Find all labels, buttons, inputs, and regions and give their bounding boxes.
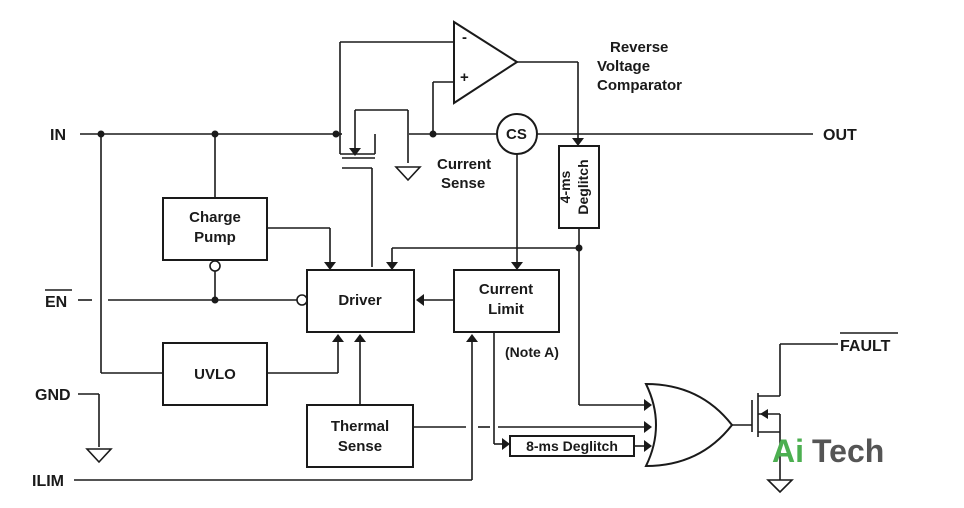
current-limit-label-line2: Limit bbox=[488, 301, 524, 318]
pin-out-label: OUT bbox=[823, 127, 857, 144]
deglitch-8ms-label: 8-ms Deglitch bbox=[526, 438, 618, 454]
deglitch-4ms-line1: 4-ms bbox=[557, 170, 573, 203]
watermark-ai: Ai bbox=[772, 433, 804, 469]
in-rail bbox=[80, 130, 813, 138]
current-sense-label-line2: Sense bbox=[441, 175, 485, 192]
deglitch-4ms-line2: Deglitch bbox=[575, 159, 591, 214]
opamp-minus-label: - bbox=[462, 29, 467, 46]
opamp-plus-label: + bbox=[460, 69, 469, 86]
pin-ilim-label: ILIM bbox=[32, 473, 64, 490]
en-line bbox=[78, 294, 308, 306]
charge-pump-block: Charge Pump bbox=[162, 197, 336, 300]
or-gate bbox=[644, 382, 752, 468]
note-a-label: (Note A) bbox=[505, 344, 559, 360]
driver-block: Driver bbox=[306, 269, 415, 333]
pin-fault-label: FAULT bbox=[840, 338, 891, 355]
reverse-voltage-comparator: - + bbox=[339, 20, 584, 146]
current-sense-element: CS bbox=[496, 113, 538, 270]
comparator-label-line3: Comparator bbox=[597, 77, 682, 94]
thermal-sense-label-line2: Sense bbox=[338, 438, 382, 455]
gnd-line bbox=[78, 393, 113, 464]
comparator-label-line1: Reverse bbox=[610, 39, 668, 56]
aitech-watermark: Ai Tech bbox=[772, 433, 884, 469]
deglitch-8ms-block: 8-ms Deglitch bbox=[509, 435, 652, 457]
thermal-sense-block: Thermal Sense bbox=[306, 334, 652, 468]
uvlo-label: UVLO bbox=[194, 366, 236, 383]
cs-label: CS bbox=[506, 126, 527, 143]
fault-transistor bbox=[751, 343, 838, 494]
uvlo-block: UVLO bbox=[162, 334, 344, 406]
driver-label: Driver bbox=[338, 292, 382, 309]
comparator-label-line2: Voltage bbox=[597, 58, 650, 75]
watermark-tech: Tech bbox=[812, 433, 884, 469]
charge-pump-label-line2: Pump bbox=[194, 229, 236, 246]
charge-pump-label-line1: Charge bbox=[189, 209, 241, 226]
pin-en-label: EN bbox=[45, 294, 67, 311]
deglitch-4ms-block: 4-ms Deglitch bbox=[386, 145, 652, 411]
current-limit-label-line1: Current bbox=[479, 281, 533, 298]
thermal-sense-label-line1: Thermal bbox=[331, 418, 389, 435]
pin-in-label: IN bbox=[50, 127, 66, 144]
pass-mosfet bbox=[339, 109, 422, 267]
current-limit-block: Current Limit bbox=[416, 269, 560, 480]
current-sense-label-line1: Current bbox=[437, 156, 491, 173]
pin-gnd-label: GND bbox=[35, 387, 71, 404]
